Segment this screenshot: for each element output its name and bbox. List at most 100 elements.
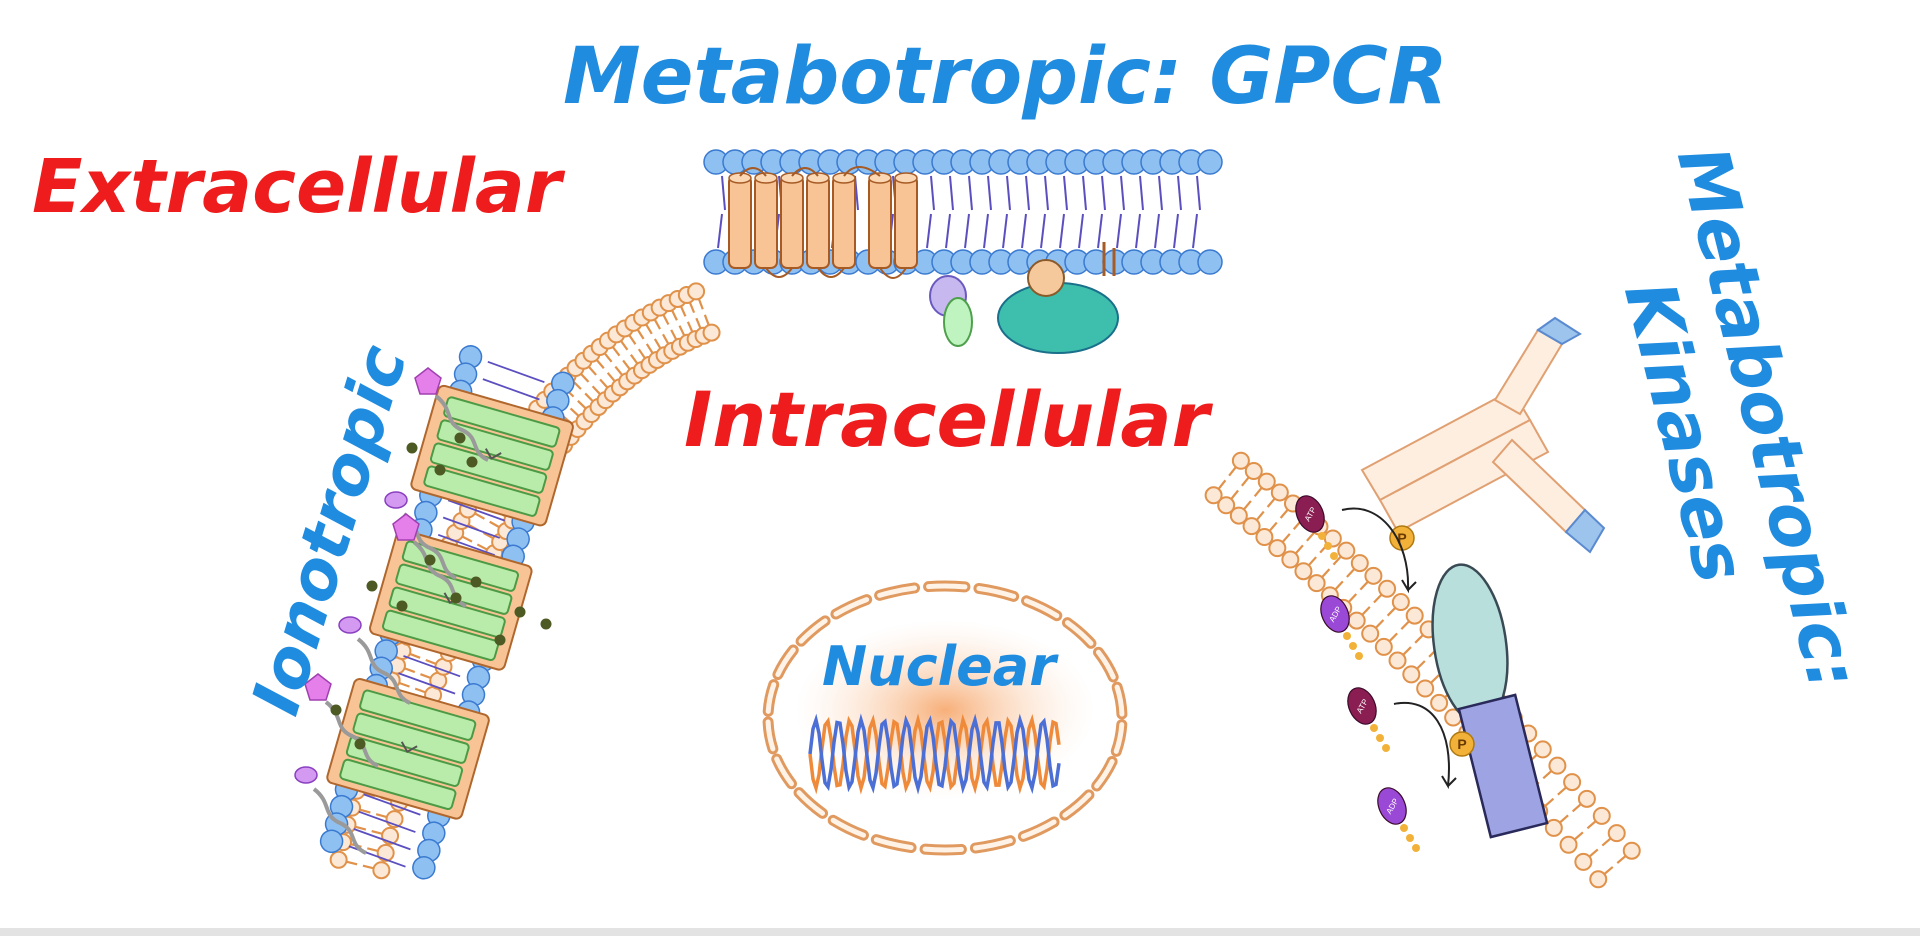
lipid-head [702, 323, 721, 342]
lipid-tail [1177, 175, 1182, 211]
lipid-tail [398, 672, 456, 695]
gpcr-complex [703, 149, 1223, 354]
lipid-head [319, 829, 344, 854]
g-protein-gamma-icon [943, 297, 973, 347]
nuclear-pore-segment [1096, 649, 1116, 680]
lipid-head [1430, 693, 1449, 712]
nuclear-pore-segment [1062, 792, 1092, 818]
ion-icon [470, 576, 482, 588]
gpcr-helix-cap [832, 172, 856, 184]
ion-icon [434, 464, 446, 476]
ion-channel-helix [382, 609, 500, 662]
nuclear-pore-segment [877, 585, 918, 598]
lipid-tail [1021, 213, 1027, 249]
ligand-tether [312, 787, 367, 855]
lipid-head [1347, 611, 1366, 630]
lipid-tail [926, 213, 932, 249]
ion-channel-gate [484, 448, 502, 460]
g-protein-gdp-icon [1027, 259, 1065, 297]
ion-icon [514, 606, 526, 618]
lipid-head [1533, 740, 1552, 759]
lipid-head [1268, 539, 1287, 558]
ligand-tether [434, 394, 489, 462]
effector-anchor [1102, 242, 1116, 276]
phosphate-label: P [1457, 736, 1466, 752]
phosphate-bead [1349, 642, 1357, 650]
phosphate-bead [1370, 724, 1378, 732]
lipid-tail [1135, 213, 1141, 249]
lipid-tail [1158, 175, 1163, 211]
lipid-head [1544, 818, 1563, 837]
phosphate-bead [1400, 824, 1408, 832]
lipid-head [1592, 806, 1611, 825]
lipid-tail [447, 499, 506, 522]
lipid-head [1574, 852, 1593, 871]
lipid-head [1294, 562, 1313, 581]
phosphate-bead [1343, 632, 1351, 640]
ligand-icon [384, 491, 408, 509]
ion-channel-helix [359, 689, 477, 741]
lipid-tail [1040, 213, 1046, 249]
lipid-tail [949, 175, 954, 211]
lipid-head [1391, 593, 1410, 612]
lipid-head [1281, 550, 1300, 569]
lipid-head [1270, 483, 1289, 502]
phosphate-bead [1382, 744, 1390, 752]
lipid-tail [1192, 213, 1198, 249]
lipid-tail [437, 533, 496, 557]
lipid-head [412, 856, 436, 880]
lipid-head [687, 282, 706, 301]
gpcr-helix-cap [780, 172, 804, 184]
phosphate-label: P [1397, 530, 1406, 546]
lipid-head [329, 850, 348, 869]
lipid-head [1244, 462, 1263, 481]
ion-channel-icon [410, 384, 574, 527]
lipid-head [1350, 554, 1369, 573]
nuclear-pore-segment [1113, 722, 1125, 754]
ion-icon [354, 738, 366, 750]
nuclear-pore-segment [1023, 598, 1060, 619]
ion-icon [330, 704, 342, 716]
atp-molecule-icon [1347, 687, 1377, 725]
lipid-head [1217, 496, 1236, 515]
nuclear-pore-segment [1094, 758, 1115, 789]
metabotropic-gpcr-label: Metabotropic: GPCR [563, 32, 1448, 122]
lipid-tail [717, 213, 723, 249]
gpcr-helix-icon [868, 175, 892, 269]
ion-channel-helix [401, 540, 519, 592]
phosphate-bead [1324, 542, 1332, 550]
nuclear-pore-segment [873, 837, 914, 851]
nuclear-pore-segment [976, 585, 1017, 599]
lipid-tail [1120, 175, 1125, 211]
phosphate-bead [1406, 834, 1414, 842]
gpcr-helix-cap [894, 172, 918, 184]
gpcr-helix-cap [754, 172, 778, 184]
nucleus [762, 580, 1128, 856]
lipid-head [1563, 773, 1582, 792]
ionotropic-membrane-segment [319, 345, 575, 880]
lipid-tail [968, 175, 973, 211]
gpcr-intracellular-loop [765, 267, 907, 279]
ion-icon [406, 442, 418, 454]
lipid-tail [1006, 175, 1011, 211]
lipid-head [376, 843, 395, 862]
ion-icon [366, 580, 378, 592]
lipid-tail [1196, 175, 1201, 211]
ion-icon [540, 618, 552, 630]
lipid-tail [1044, 175, 1049, 211]
lipid-tail [1173, 213, 1179, 249]
atp-molecule-icon [1295, 495, 1325, 533]
gpcr-helix-cap [868, 172, 892, 184]
receptor-kinase-arm [1493, 328, 1564, 416]
lipid-head [1337, 541, 1356, 560]
adp-molecule-icon [1377, 787, 1407, 825]
nuclear-pore-segment [830, 817, 867, 838]
gpcr-helix-icon [780, 175, 804, 269]
nuclear-pore-segment [1114, 684, 1125, 717]
lipid-head [1402, 665, 1421, 684]
lipid-tail [983, 213, 989, 249]
lipid-tail [721, 175, 726, 211]
ion-icon [396, 600, 408, 612]
